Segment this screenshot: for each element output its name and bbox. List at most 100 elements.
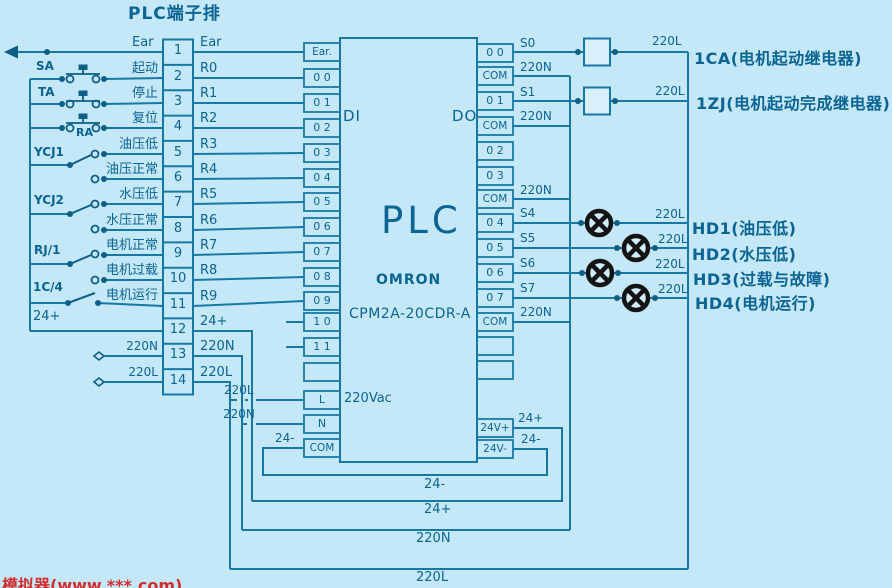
do-cell-label: 0 3 — [486, 169, 504, 182]
output-wire-s5: S5 — [520, 231, 536, 245]
di-cell-label: 0 9 — [313, 294, 331, 307]
switch-id-rj1: RJ/1 — [34, 243, 61, 257]
220l-tag: 220L — [655, 207, 685, 221]
plc-model: CPM2A-20CDR-A — [349, 306, 471, 322]
do-section-label: DO — [452, 107, 478, 125]
earth-arrow-icon — [4, 45, 50, 59]
wires — [18, 51, 689, 570]
strip-number: 14 — [169, 373, 187, 388]
output-wire-s7: S7 — [520, 281, 536, 295]
bus-24plus-label: 24+ — [33, 309, 61, 324]
feed-220l-label: 220L — [128, 365, 158, 379]
terminal-strip-box — [162, 38, 194, 396]
switch-ycj2 — [67, 199, 107, 234]
switch-id-ycj2: YCJ2 — [34, 193, 64, 207]
di-cell-label: Ear. — [312, 46, 332, 58]
strip-number: 10 — [169, 271, 187, 286]
strip-number: 4 — [173, 119, 183, 134]
24vplus-wire-label: 24+ — [518, 411, 544, 425]
do-cells — [476, 43, 514, 459]
do-cell-label: 0 0 — [486, 46, 504, 59]
wire-label-220n: 220N — [200, 339, 235, 354]
wire-label-r7: R7 — [200, 238, 218, 253]
plc-24vminus-terminal: 24V- — [483, 443, 507, 455]
do-cell-label: 0 2 — [486, 144, 504, 157]
do-cell-label: 0 1 — [486, 94, 504, 107]
strip-number: 2 — [173, 69, 183, 84]
strip-number: 13 — [169, 347, 187, 362]
wire-label-ear: Ear — [200, 35, 222, 50]
plc-vac-label: 220Vac — [344, 391, 392, 406]
device-desc-hd1: HD1(油压低) — [692, 219, 797, 238]
device-desc-1zj: 1ZJ(电机起动完成继电器) — [696, 94, 891, 113]
relay-1ca — [575, 37, 618, 67]
220l-tag: 220L — [658, 232, 688, 246]
220l-tag: 220L — [655, 257, 685, 271]
strip-number: 12 — [169, 322, 187, 337]
output-wire-220n: 220N — [520, 305, 552, 319]
wire-label-r1: R1 — [200, 86, 218, 101]
input-label-motor-ok: 电机正常 — [105, 238, 158, 253]
switch-id-1c4: 1C/4 — [33, 280, 63, 294]
plc-n-terminal: N — [317, 417, 327, 430]
di-cell-label: 1 0 — [313, 315, 331, 328]
output-wire-s0: S0 — [520, 36, 536, 50]
wire-label-220l: 220L — [200, 365, 233, 380]
plc-l-terminal: L — [318, 393, 326, 406]
220l-tag: 220L — [658, 282, 688, 296]
strip-number: 9 — [173, 246, 183, 261]
output-wire-220n: 220N — [520, 183, 552, 197]
220l-tag: 220L — [655, 84, 685, 98]
switch-id-ra: RA — [76, 126, 93, 139]
bus-label-24minus: 24- — [424, 477, 446, 492]
switch-rj1 — [67, 249, 107, 285]
di-cell-label: 0 4 — [313, 171, 331, 184]
di-cell-label: 0 1 — [313, 96, 331, 109]
wire-label-r9: R9 — [200, 289, 218, 304]
lamp-hd1 — [578, 208, 620, 238]
strip-number: 8 — [173, 221, 183, 236]
wire-label-r6: R6 — [200, 213, 218, 228]
di-cell-label: 0 0 — [313, 71, 331, 84]
input-label-start: 起动 — [131, 61, 158, 76]
switch-id-sa: SA — [36, 59, 54, 73]
wire-label-r8: R8 — [200, 263, 218, 278]
n-wire-label: 220N — [223, 407, 255, 421]
plc-brand: OMRON — [376, 272, 442, 288]
do-cell-label: 0 5 — [486, 241, 504, 254]
lamp-hd3 — [579, 258, 621, 288]
wire-label-r4: R4 — [200, 162, 218, 177]
bus-label-24plus: 24+ — [424, 502, 452, 517]
do-cell-label: COM — [482, 120, 508, 132]
do-cell-label: COM — [482, 70, 508, 82]
feed-terminals — [92, 350, 106, 388]
wire-label-24plus: 24+ — [200, 314, 228, 329]
switch-1c4 — [65, 292, 101, 306]
output-wire-s4: S4 — [520, 206, 536, 220]
do-cell-label: 0 7 — [486, 291, 504, 304]
wire-label-r5: R5 — [200, 187, 218, 202]
output-wire-s6: S6 — [520, 256, 536, 270]
di-cell-label: 0 8 — [313, 270, 331, 283]
input-label-water-ok: 水压正常 — [105, 213, 158, 228]
output-wire-220n: 220N — [520, 60, 552, 74]
di-cell-label: 0 5 — [313, 195, 331, 208]
relay-1zj — [575, 86, 618, 116]
output-wire-s1: S1 — [520, 85, 536, 99]
l-wire-label: 220L — [224, 383, 254, 397]
device-desc-1ca: 1CA(电机起动继电器) — [694, 49, 862, 68]
wire-label-r2: R2 — [200, 111, 218, 126]
wire-label-r3: R3 — [200, 137, 218, 152]
pushbutton-ta — [59, 90, 107, 109]
di-cell-label: 0 6 — [313, 220, 331, 233]
strip-number: 11 — [169, 297, 187, 312]
do-cell-label: COM — [482, 316, 508, 328]
ear-left-label: Ear — [132, 35, 154, 50]
plc-com-terminal: COM — [309, 442, 335, 454]
input-label-oil-low: 油压低 — [118, 137, 158, 152]
switch-id-ycj1: YCJ1 — [34, 145, 64, 159]
di-section-label: DI — [343, 107, 361, 125]
output-wire-220n: 220N — [520, 109, 552, 123]
do-cell-label: 0 4 — [486, 216, 504, 229]
